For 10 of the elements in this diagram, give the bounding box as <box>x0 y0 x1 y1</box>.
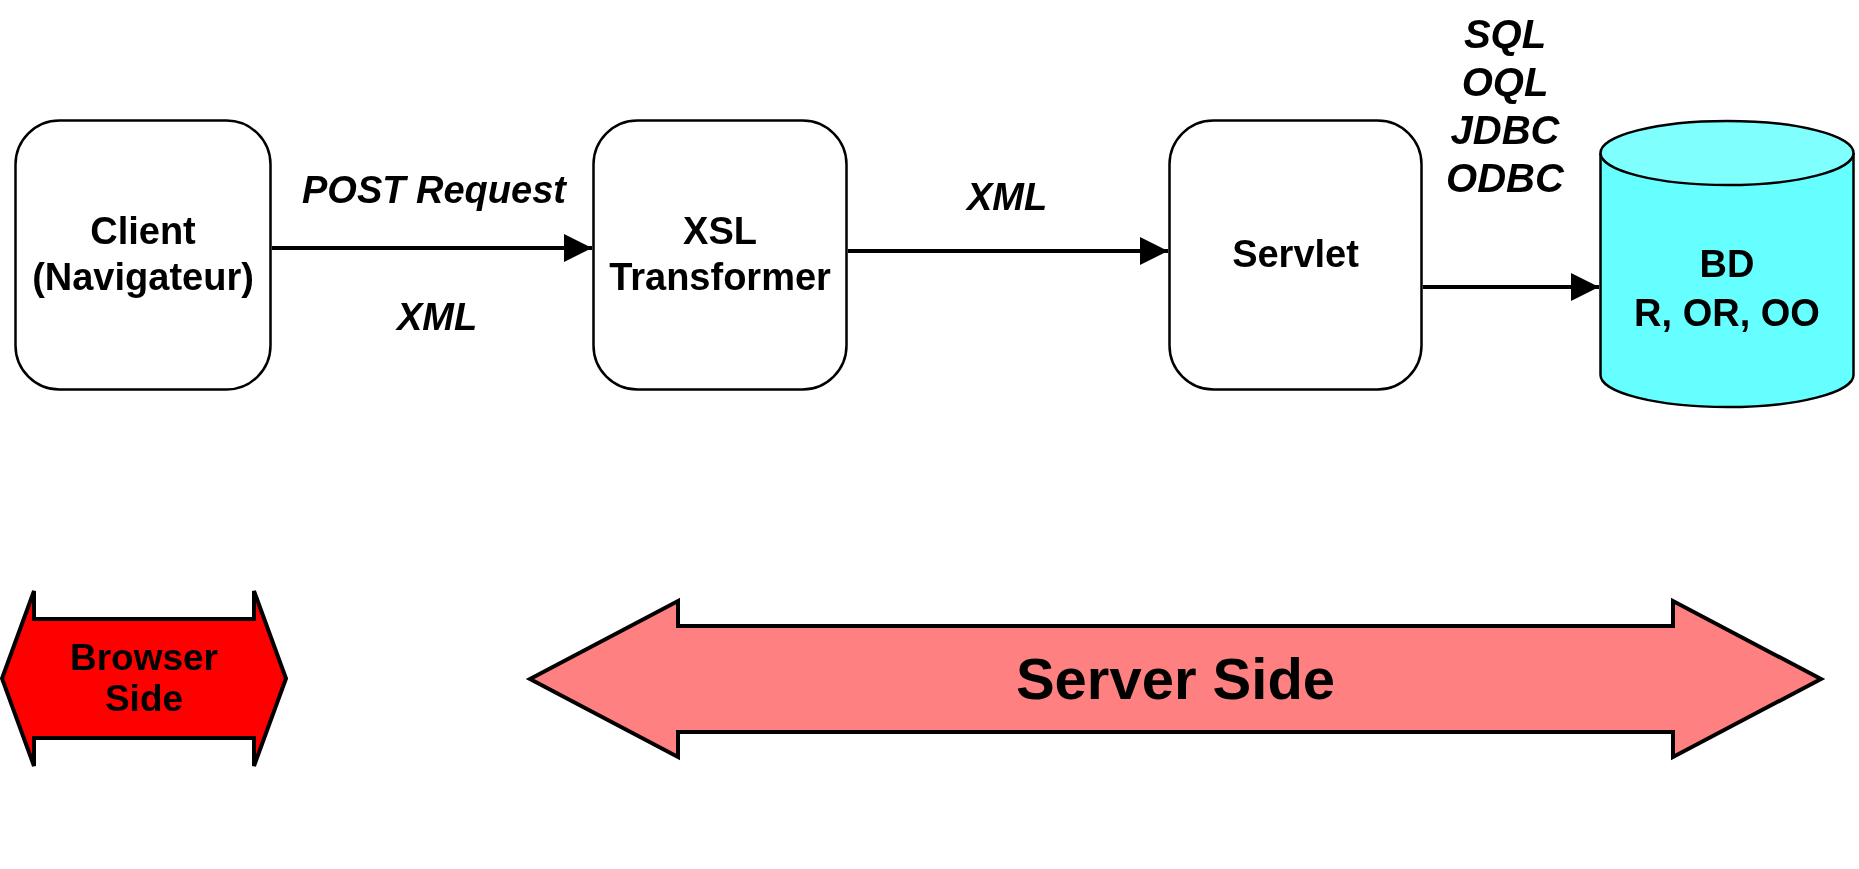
node-label: XSL Transformer <box>608 209 832 300</box>
arrow <box>848 237 1168 265</box>
arrow <box>272 234 592 262</box>
region-label: Server Side <box>1015 645 1336 714</box>
arrow <box>1423 273 1599 301</box>
node-label: Servlet <box>1232 232 1359 278</box>
node-label: Client (Navigateur) <box>31 209 255 300</box>
region-label: Browser Side <box>68 637 220 720</box>
node-label: R, OR, OO <box>1634 291 1820 336</box>
node-label: BD <box>1699 241 1755 287</box>
